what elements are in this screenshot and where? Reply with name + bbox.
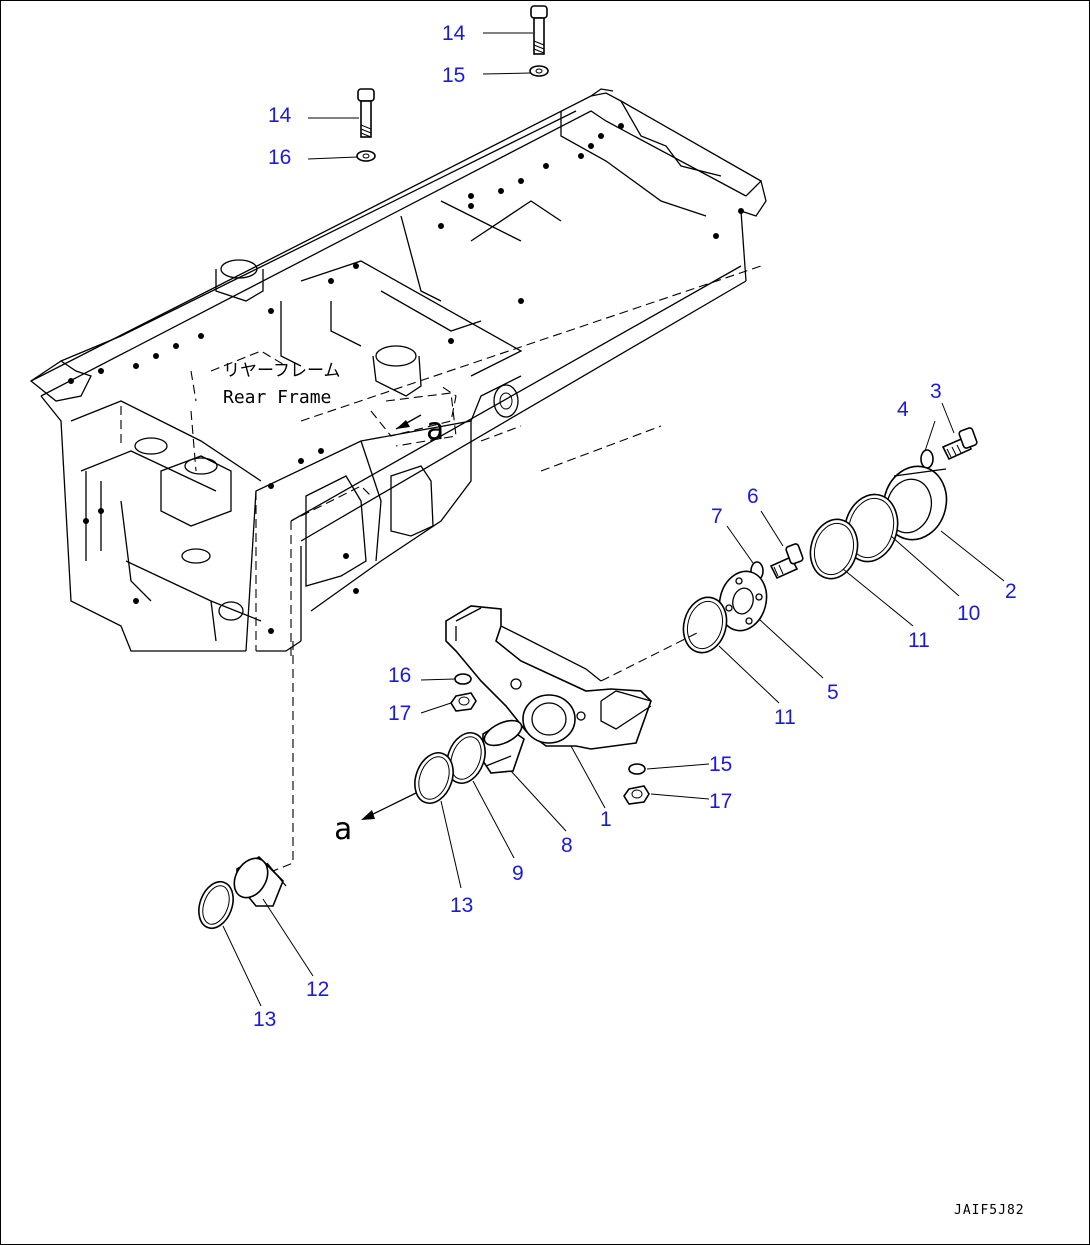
callout-3: 3 bbox=[930, 380, 942, 403]
bushing-12 bbox=[233, 856, 287, 907]
callout-6: 6 bbox=[747, 485, 759, 508]
bolt-6 bbox=[769, 543, 804, 580]
callout-17-right: 17 bbox=[709, 790, 732, 813]
callout-15-lower: 15 bbox=[709, 753, 732, 776]
rear-frame-drawing bbox=[29, 88, 767, 656]
callout-16-upper: 16 bbox=[268, 146, 291, 169]
washer-4 bbox=[920, 449, 934, 469]
callout-14-upper: 14 bbox=[442, 22, 466, 45]
cover-2 bbox=[882, 465, 948, 541]
shim-11-lower bbox=[682, 596, 728, 654]
bolt-14-upper bbox=[530, 5, 548, 55]
view-mark-upper: a bbox=[426, 412, 444, 447]
shim-11-upper bbox=[809, 518, 859, 580]
drawing-code: JAIF5J82 bbox=[954, 1203, 1025, 1218]
part-bracket bbox=[445, 605, 652, 750]
washer-15-lower bbox=[628, 763, 646, 775]
bolt-3 bbox=[941, 427, 978, 461]
callout-13-middle: 13 bbox=[450, 894, 473, 917]
callout-10: 10 bbox=[957, 602, 980, 625]
callout-7: 7 bbox=[711, 505, 723, 528]
callout-14-lower: 14 bbox=[268, 104, 292, 127]
nut-17-right bbox=[623, 785, 650, 805]
callout-12: 12 bbox=[306, 978, 329, 1001]
washer-15-upper bbox=[529, 65, 549, 77]
callout-9: 9 bbox=[512, 862, 524, 885]
plate-5 bbox=[718, 570, 768, 632]
callout-1: 1 bbox=[600, 808, 612, 831]
callout-11-lower: 11 bbox=[774, 706, 796, 729]
callout-15-upper: 15 bbox=[442, 64, 465, 87]
callout-16-lower: 16 bbox=[388, 664, 411, 687]
callout-8: 8 bbox=[561, 834, 573, 857]
callout-5: 5 bbox=[827, 681, 839, 704]
seal-9 bbox=[446, 732, 486, 784]
view-arrow-upper bbox=[385, 392, 457, 447]
frame-label-english: Rear Frame bbox=[223, 387, 331, 408]
callout-4: 4 bbox=[897, 398, 909, 421]
bolt-14-lower bbox=[357, 88, 375, 138]
seal-13-middle bbox=[414, 752, 454, 804]
frame-label-japanese: リヤーフレーム bbox=[223, 361, 340, 381]
callout-11-upper: 11 bbox=[908, 629, 930, 652]
bushing-8 bbox=[482, 719, 525, 774]
washer-16-lower bbox=[454, 673, 472, 685]
seal-13-lower bbox=[198, 880, 234, 930]
washer-16-upper bbox=[356, 150, 376, 162]
callout-17-left: 17 bbox=[388, 702, 411, 725]
nut-17-left bbox=[450, 692, 477, 712]
view-mark-lower: a bbox=[334, 812, 352, 847]
callout-2: 2 bbox=[1005, 580, 1017, 603]
callout-13-lower: 13 bbox=[253, 1008, 276, 1031]
leader-lines bbox=[222, 32, 1005, 1007]
view-arrow-lower bbox=[361, 792, 417, 820]
